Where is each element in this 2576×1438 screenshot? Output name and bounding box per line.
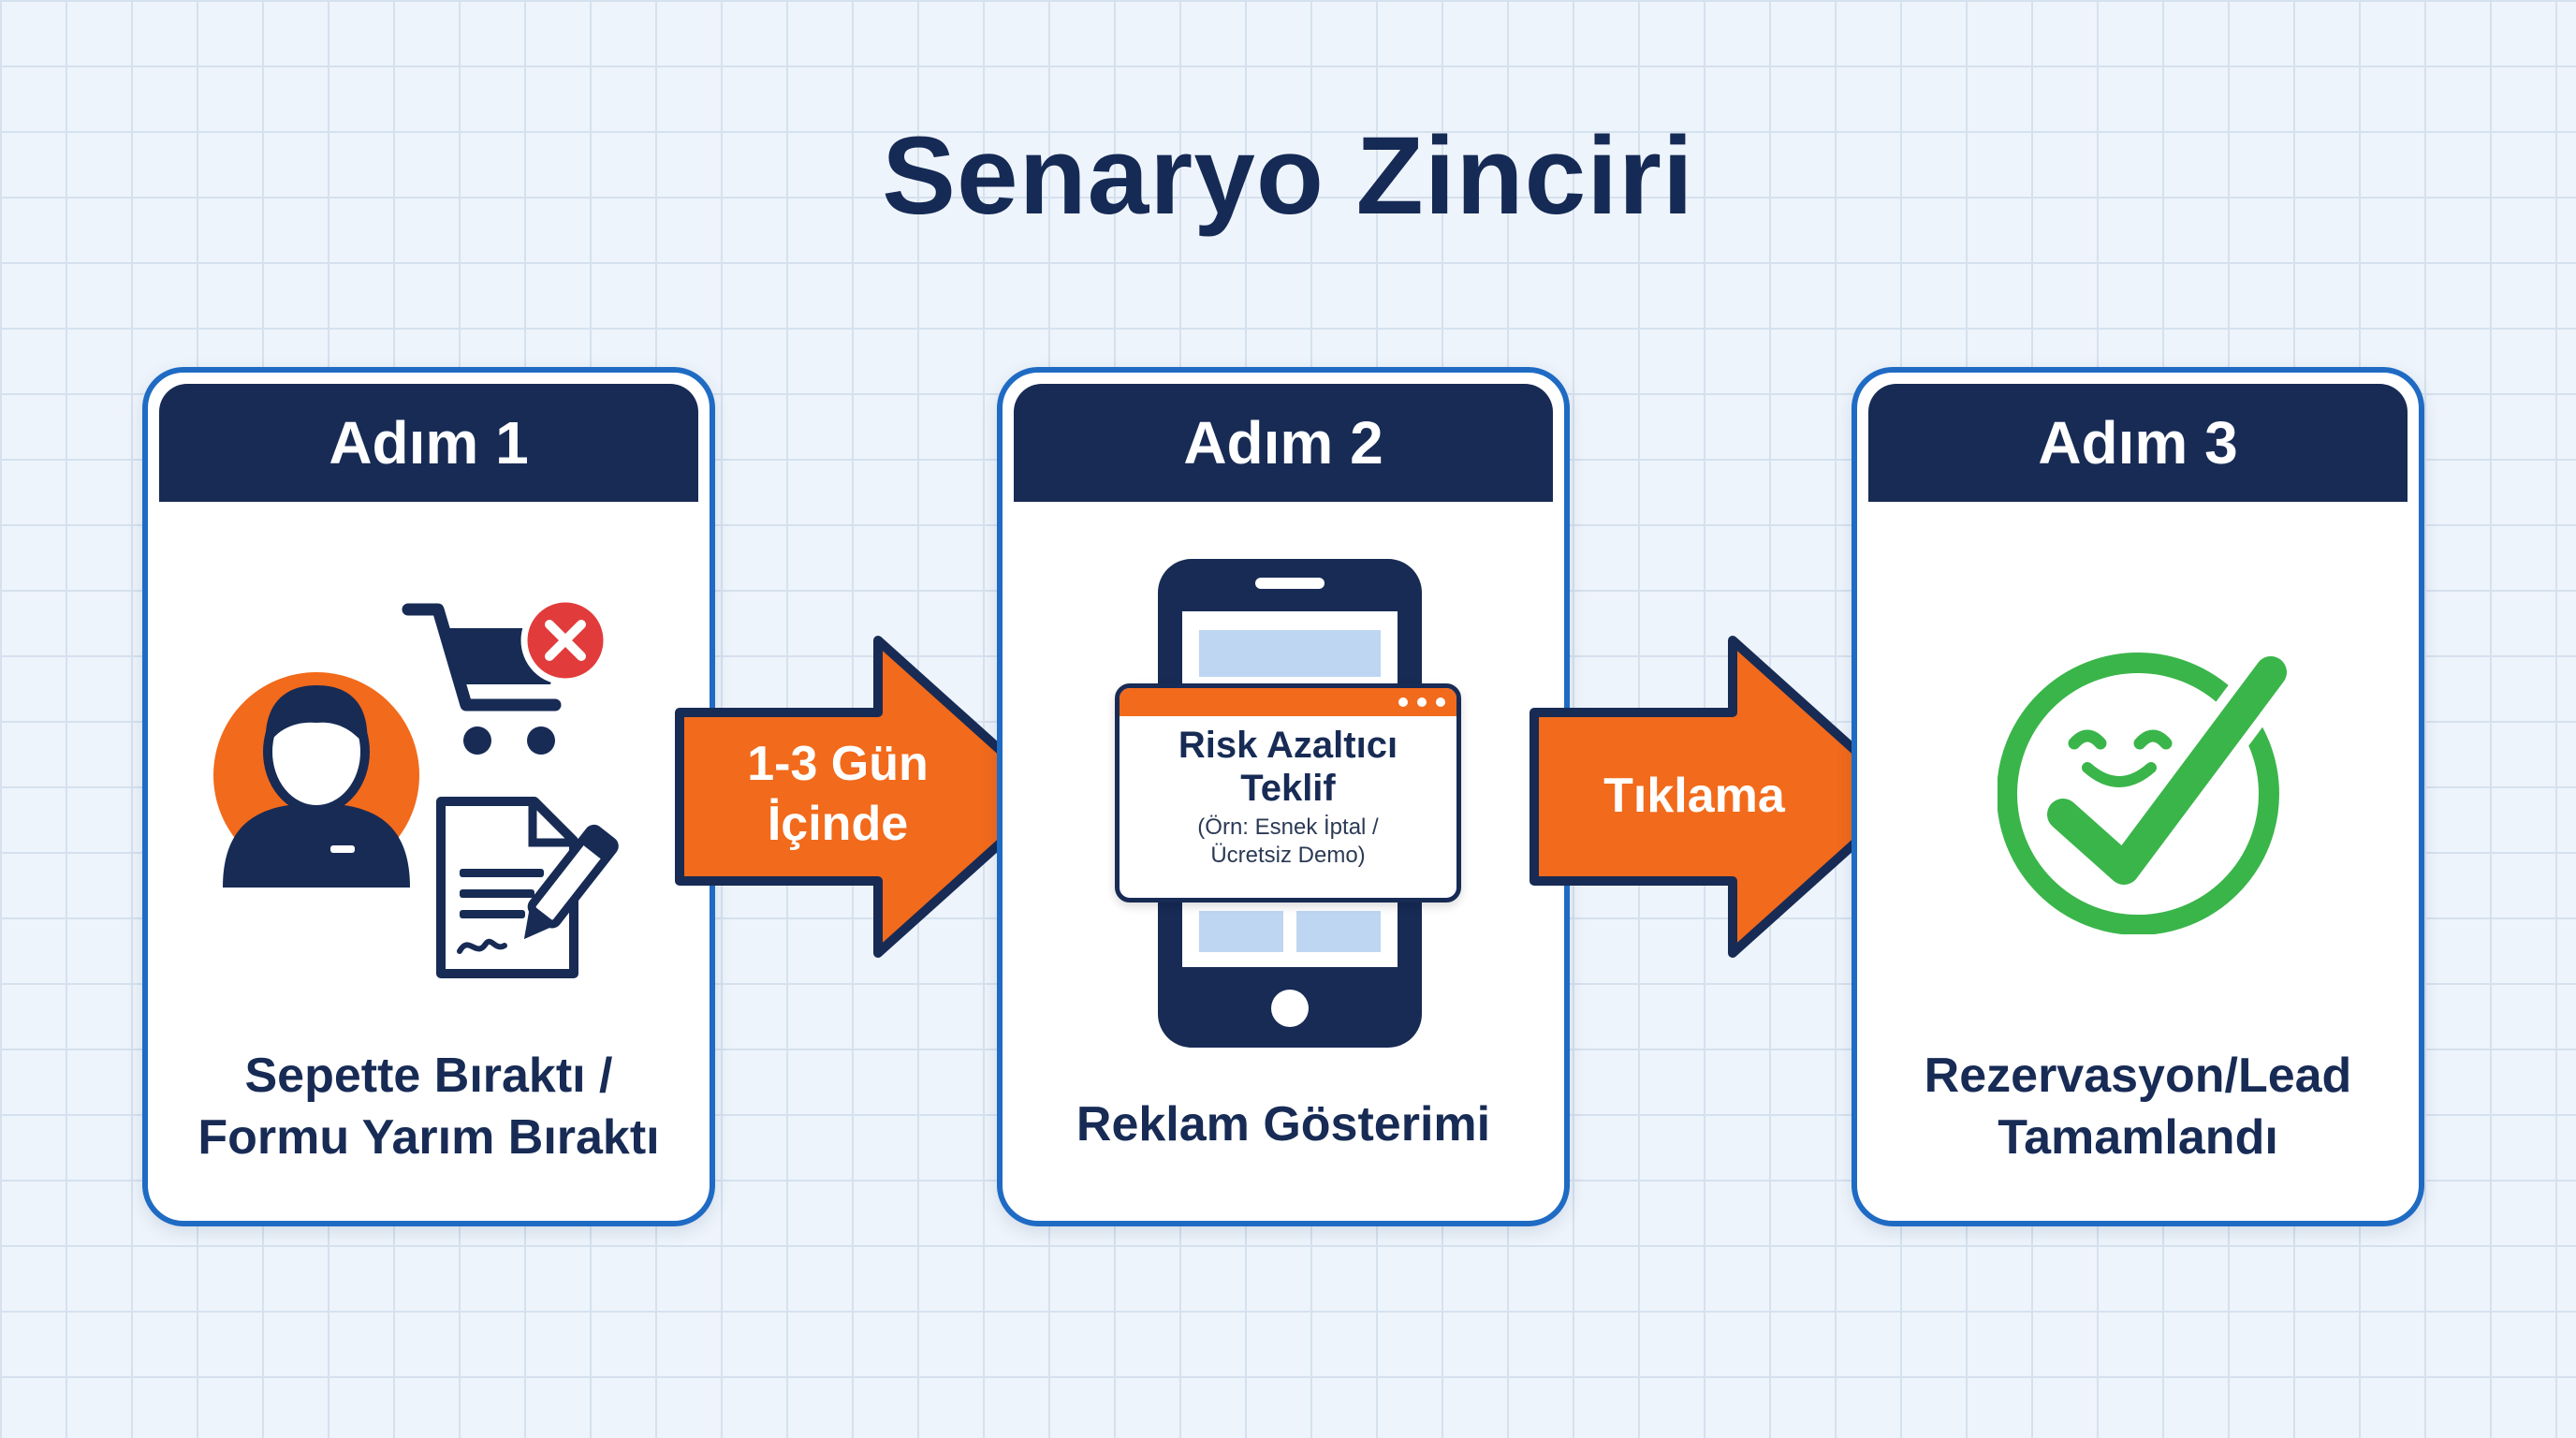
offer-note-line-2: Ücretsiz Demo) bbox=[1210, 843, 1366, 868]
page-title: Senaryo Zinciri bbox=[882, 114, 1694, 238]
arrow-1-icon bbox=[675, 636, 1057, 958]
window-dot-icon bbox=[1417, 697, 1427, 707]
step-1-caption: Sepette Bıraktı / Formu Yarım Bıraktı bbox=[157, 1045, 700, 1168]
window-dot-icon bbox=[1398, 697, 1408, 707]
step-1-caption-line-1: Sepette Bıraktı / bbox=[244, 1049, 613, 1103]
window-dot-icon bbox=[1436, 697, 1445, 707]
pen-icon bbox=[523, 824, 619, 940]
step-1-card: Adım 1 Sepette Bıraktı / Formu Yarım bbox=[142, 367, 715, 1226]
offer-title: Risk Azaltıcı Teklif bbox=[1120, 724, 1456, 810]
smiley-check-icon bbox=[1998, 646, 2297, 934]
offer-title-line-1: Risk Azaltıcı bbox=[1178, 725, 1398, 766]
offer-note: (Örn: Esnek İptal / Ücretsiz Demo) bbox=[1120, 814, 1456, 870]
step-3-header: Adım 3 bbox=[1868, 384, 2408, 502]
user-icon bbox=[213, 672, 419, 888]
offer-popup: Risk Azaltıcı Teklif (Örn: Esnek İptal /… bbox=[1115, 683, 1461, 902]
close-icon bbox=[520, 595, 610, 685]
step-2-header: Adım 2 bbox=[1014, 384, 1553, 502]
offer-note-line-1: (Örn: Esnek İptal / bbox=[1197, 814, 1379, 840]
step-3-card: Adım 3 Rezervasyon/Lead Tamamlandı bbox=[1852, 367, 2424, 1226]
step-2-caption: Reklam Gösterimi bbox=[1012, 1093, 1555, 1155]
arrow-2-label-line-1: Tıklama bbox=[1603, 769, 1785, 823]
step-1-header: Adım 1 bbox=[159, 384, 698, 502]
step-1-caption-line-2: Formu Yarım Bıraktı bbox=[198, 1110, 660, 1165]
arrow-1-label: 1-3 Gün İçinde bbox=[683, 734, 992, 854]
arrow-2-icon bbox=[1530, 636, 1911, 958]
arrow-2-label: Tıklama bbox=[1535, 766, 1853, 826]
step-3-caption-line-2: Tamamlandı bbox=[1998, 1110, 2278, 1165]
step-3-caption-line-1: Rezervasyon/Lead bbox=[1924, 1049, 2352, 1103]
arrow-1-label-line-1: 1-3 Gün bbox=[747, 737, 929, 791]
step-3-caption: Rezervasyon/Lead Tamamlandı bbox=[1866, 1045, 2409, 1168]
arrow-1-label-line-2: İçinde bbox=[767, 797, 909, 851]
offer-title-line-2: Teklif bbox=[1240, 768, 1336, 809]
offer-popup-titlebar bbox=[1120, 688, 1456, 716]
step-2-caption-line-1: Reklam Gösterimi bbox=[1076, 1097, 1491, 1152]
